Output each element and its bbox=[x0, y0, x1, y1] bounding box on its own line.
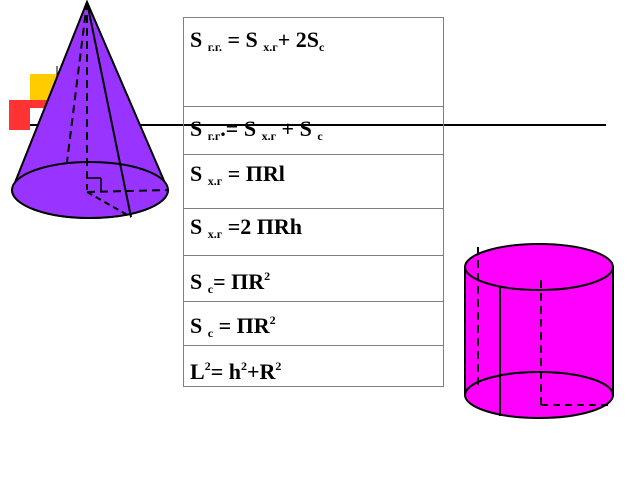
formula-subscript: с bbox=[207, 282, 214, 296]
cylinder-figure bbox=[464, 243, 614, 419]
formula-subscript: х.г bbox=[207, 227, 223, 241]
formula-text: S с= ΠR2 bbox=[190, 269, 271, 296]
formula-subscript: с bbox=[318, 40, 325, 54]
formula-segment: + S bbox=[276, 116, 318, 141]
formula-row: L2= h2+R2 bbox=[183, 345, 444, 387]
formula-subscript: с bbox=[207, 326, 214, 340]
formula-cell: S х.г = ΠRl bbox=[183, 154, 444, 209]
formula-text: S г.г. = S х.г+ 2Sс bbox=[190, 27, 325, 55]
formula-text: S с = ΠR2 bbox=[190, 313, 276, 340]
formula-text: S г.г.= S х.г + S с bbox=[190, 116, 323, 144]
cone-figure bbox=[10, 0, 170, 219]
formula-segment: S bbox=[190, 214, 208, 239]
formula-subscript: х.г bbox=[261, 129, 277, 143]
formula-cell: S г.г.= S х.г + S с bbox=[183, 106, 444, 155]
formula-cell: S с = ΠR2 bbox=[183, 301, 444, 346]
formula-segment: = S bbox=[221, 27, 264, 52]
formula-segment: S bbox=[190, 161, 208, 186]
formula-subscript: г.г bbox=[207, 129, 221, 143]
formula-row: S х.г = ΠRl bbox=[183, 154, 444, 209]
formula-subscript: с bbox=[317, 129, 323, 143]
formula-subscript: х.г bbox=[263, 40, 278, 54]
formula-segment: S bbox=[190, 116, 208, 141]
formula-row: S г.г. = S х.г+ 2Sс bbox=[183, 17, 444, 107]
formula-segment: S bbox=[190, 269, 208, 294]
formula-superscript: 2 bbox=[240, 359, 247, 373]
formula-table: S г.г. = S х.г+ 2Sс S г.г.= S х.г + S с … bbox=[183, 17, 444, 387]
formula-cell: S с= ΠR2 bbox=[183, 255, 444, 302]
formula-cell: L2= h2+R2 bbox=[183, 345, 444, 387]
formula-superscript: 2 bbox=[264, 269, 271, 283]
formula-text: S х.г =2 ΠRh bbox=[190, 214, 302, 242]
formula-text: L2= h2+R2 bbox=[190, 359, 281, 384]
formula-superscript: 2 bbox=[204, 359, 211, 373]
formula-row: S х.г =2 ΠRh bbox=[183, 208, 444, 256]
formula-segment: + 2S bbox=[277, 27, 319, 52]
formula-segment: +R bbox=[246, 359, 276, 384]
formula-cell: S г.г. = S х.г+ 2Sс bbox=[183, 17, 444, 107]
formula-row: S г.г.= S х.г + S с bbox=[183, 106, 444, 155]
formula-row: S с = ΠR2 bbox=[183, 301, 444, 346]
formula-segment: = ΠR bbox=[213, 313, 270, 338]
formula-segment: =2 ΠRh bbox=[222, 214, 302, 239]
formula-subscript: х.г bbox=[207, 174, 223, 188]
formula-superscript: 2 bbox=[275, 359, 282, 373]
formula-subscript: г.г. bbox=[207, 40, 222, 54]
formula-cell: S х.г =2 ΠRh bbox=[183, 208, 444, 256]
formula-superscript: 2 bbox=[269, 313, 276, 327]
formula-segment: = ΠR bbox=[213, 269, 265, 294]
formula-segment: S bbox=[190, 27, 208, 52]
formula-segment: L bbox=[190, 359, 205, 384]
formula-row: S с= ΠR2 bbox=[183, 255, 444, 302]
formula-segment: .= S bbox=[220, 116, 262, 141]
formula-segment: = ΠRl bbox=[222, 161, 285, 186]
formula-segment: S bbox=[190, 313, 208, 338]
formula-text: S х.г = ΠRl bbox=[190, 161, 285, 189]
formula-segment: = h bbox=[210, 359, 241, 384]
